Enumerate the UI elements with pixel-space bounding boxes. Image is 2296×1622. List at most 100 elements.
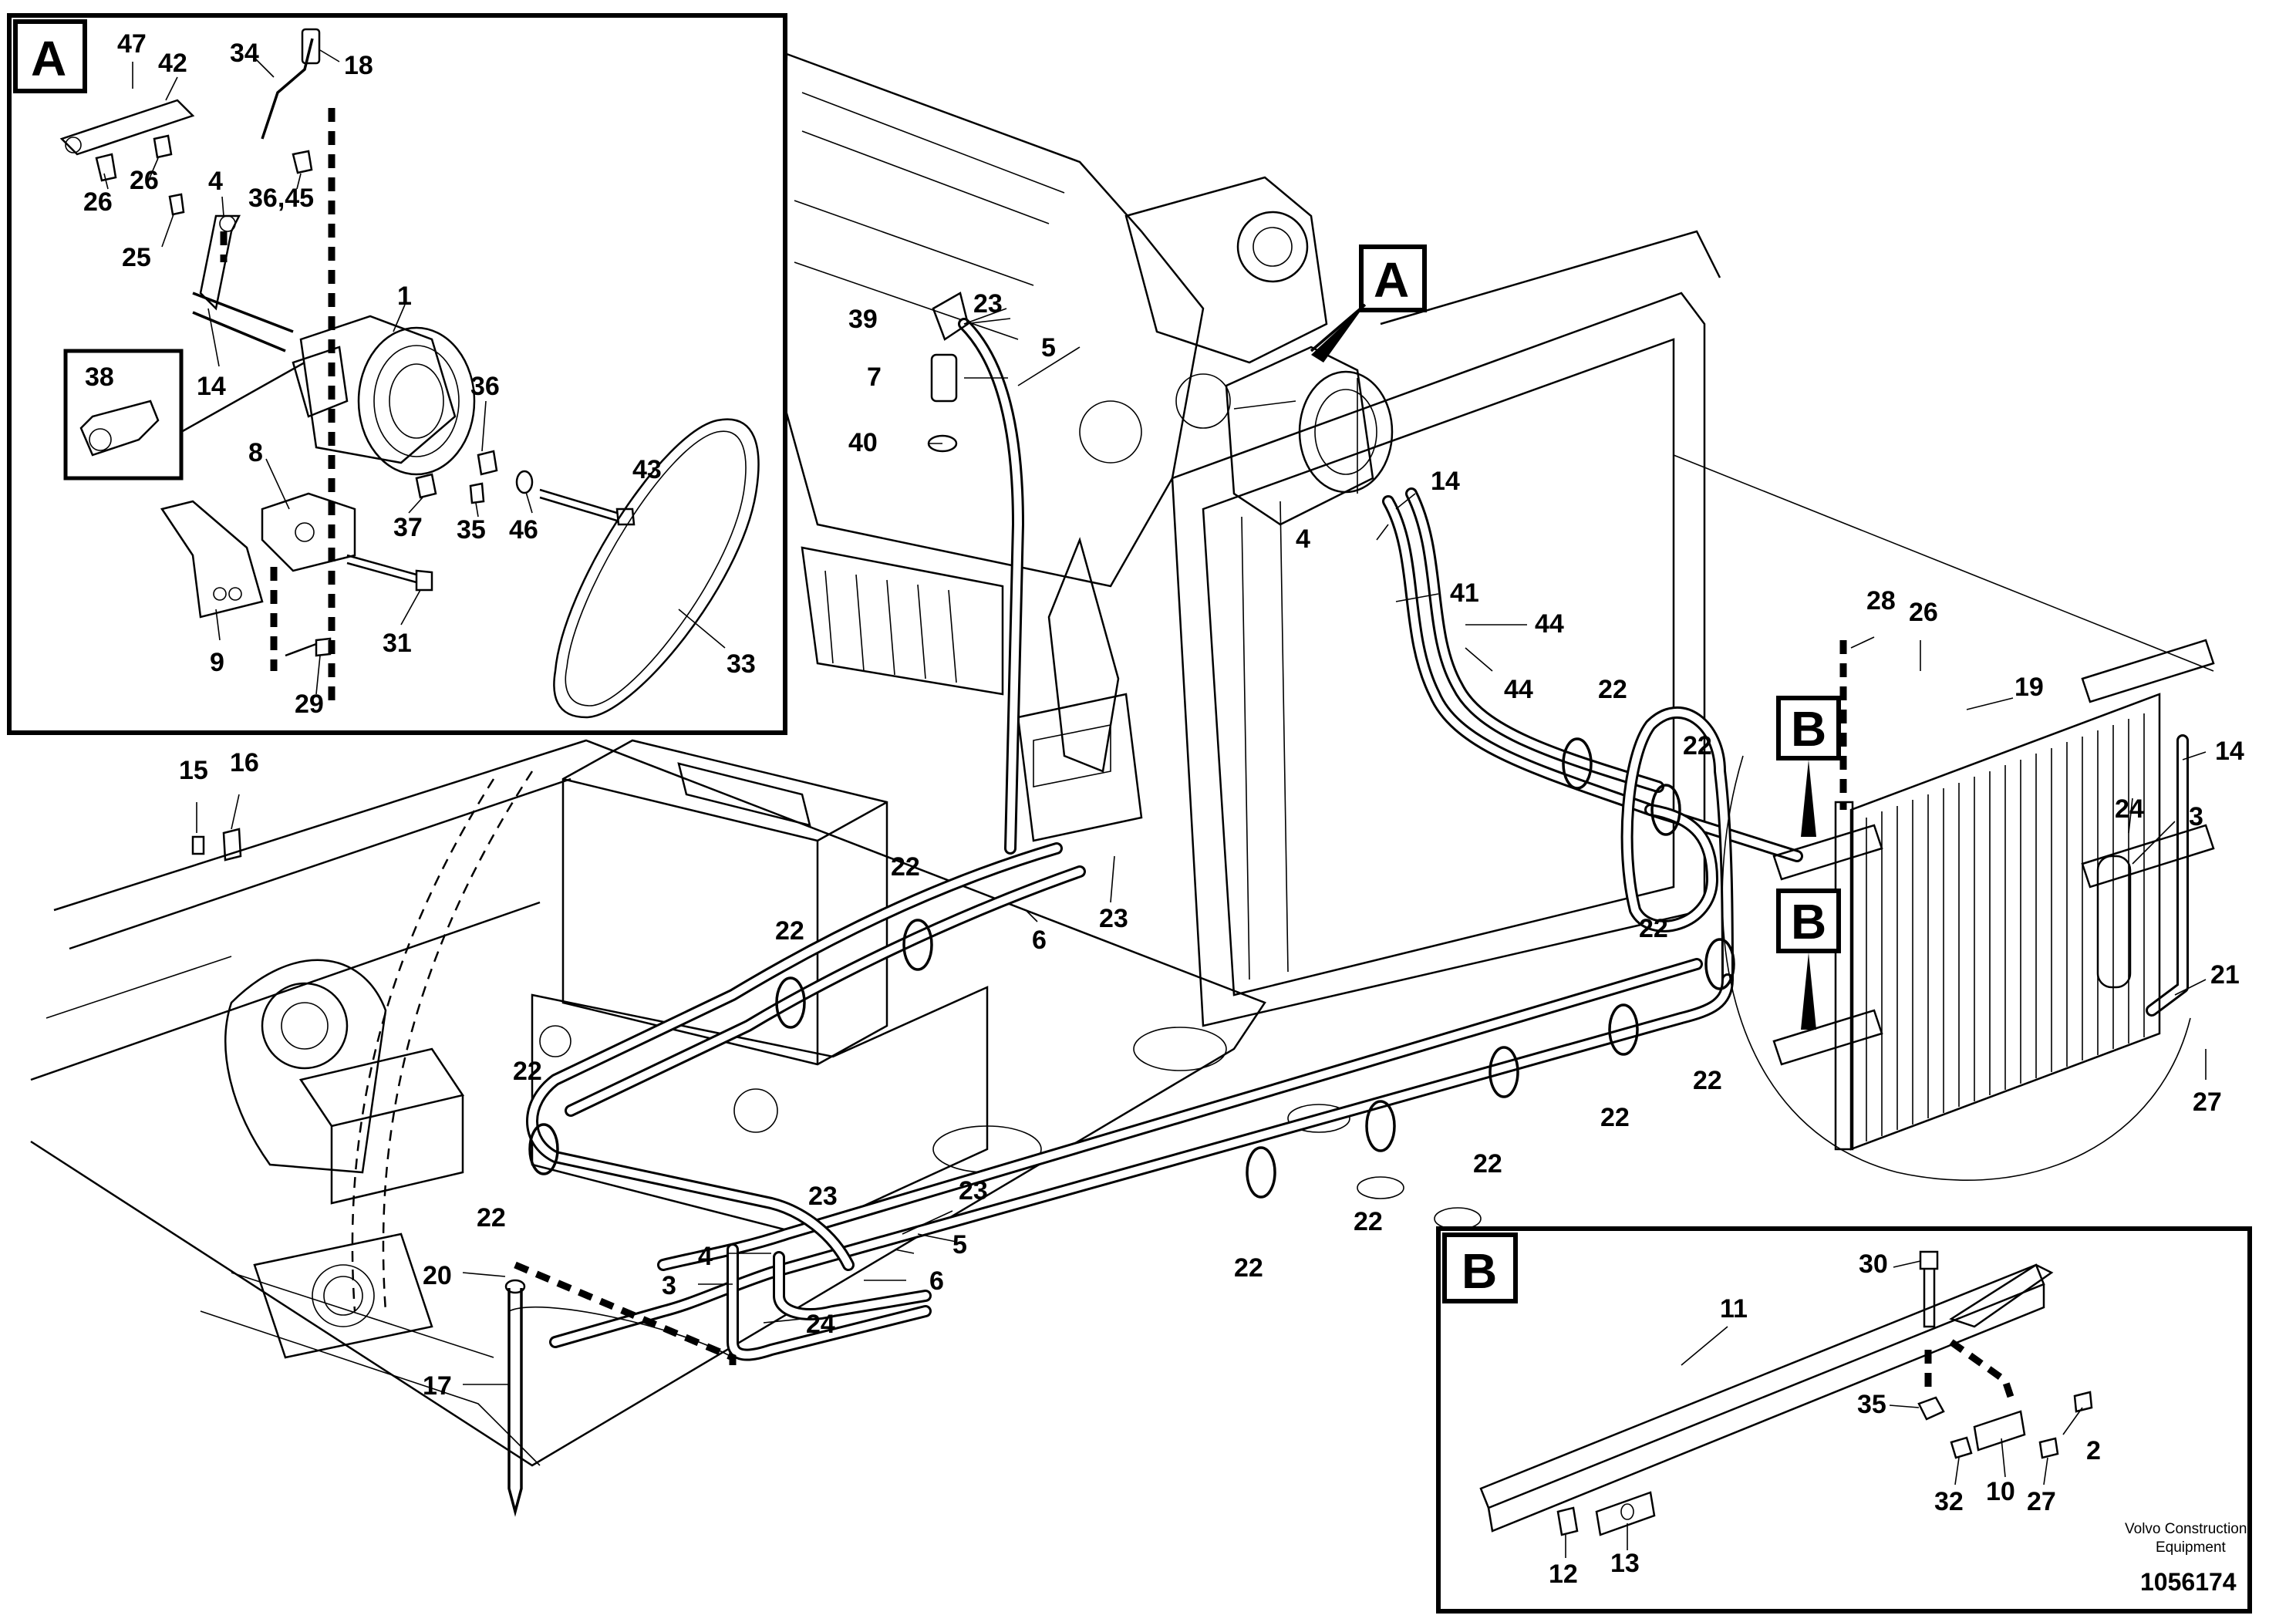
callout-26-a: 26 — [83, 187, 113, 217]
callout-22-b: 22 — [1683, 731, 1712, 760]
bracket-15-16 — [191, 828, 242, 862]
callout-25: 25 — [122, 243, 151, 272]
callout-3-b: 3 — [662, 1271, 676, 1300]
callout-14-c: 14 — [2215, 737, 2244, 766]
callout-4-b: 4 — [1296, 524, 1310, 554]
callout-22-c: 22 — [891, 852, 920, 882]
detail-b: B — [1436, 1226, 2252, 1614]
callout-23-a: 23 — [973, 289, 1003, 319]
leader-lines — [196, 308, 2207, 1385]
callout-46: 46 — [509, 515, 538, 545]
callout-2: 2 — [2086, 1436, 2101, 1465]
callout-14-b: 14 — [1431, 467, 1460, 496]
callout-21: 21 — [2210, 960, 2240, 990]
callout-14-a: 14 — [197, 372, 226, 401]
detail-a: A — [7, 13, 787, 735]
callout-33: 33 — [727, 649, 756, 679]
compressor-main — [1225, 346, 1394, 526]
footer: Volvo Construction Equipment 1056174 — [2125, 1521, 2247, 1596]
callout-44-a: 44 — [1535, 609, 1564, 639]
hoses — [526, 318, 2189, 1361]
callout-10: 10 — [1986, 1477, 2015, 1506]
callout-22-k: 22 — [477, 1203, 506, 1233]
callout-3-a: 3 — [2189, 802, 2203, 831]
callout-6-b: 6 — [929, 1266, 944, 1296]
callout-22-j: 22 — [1234, 1253, 1263, 1283]
callout-22-f: 22 — [1693, 1066, 1722, 1095]
callout-35-a: 35 — [457, 515, 486, 545]
callout-36-45: 36,45 — [248, 184, 314, 213]
callout-47: 47 — [117, 29, 147, 59]
callout-8: 8 — [248, 438, 263, 467]
condenser — [1721, 639, 2215, 1181]
fittings-39-7-40 — [927, 292, 969, 453]
callout-34: 34 — [230, 39, 259, 68]
callout-27-b: 27 — [2027, 1487, 2056, 1516]
callout-26-b: 26 — [130, 166, 159, 195]
callout-28: 28 — [1866, 586, 1896, 615]
callout-22-h: 22 — [1473, 1149, 1502, 1179]
callout-30: 30 — [1859, 1249, 1888, 1279]
callout-22-i: 22 — [1354, 1207, 1383, 1236]
callout-5-a: 5 — [1041, 333, 1056, 363]
callout-42: 42 — [158, 49, 187, 78]
callout-9: 9 — [210, 648, 224, 677]
callout-22-l: 22 — [513, 1057, 542, 1086]
detail-b-markers: B B — [1776, 696, 1841, 1030]
ground-rod — [504, 1261, 737, 1517]
callout-43: 43 — [632, 455, 662, 484]
callout-22-g: 22 — [1600, 1103, 1630, 1132]
callout-26-c: 26 — [1909, 598, 1938, 627]
callout-23-b: 23 — [1099, 904, 1128, 933]
brand-line-1: Volvo Construction — [2125, 1521, 2247, 1537]
callout-40: 40 — [848, 428, 878, 457]
callout-16: 16 — [230, 748, 259, 777]
detail-b-marker-1: B — [1791, 701, 1826, 757]
figure-id: 1056174 — [2140, 1568, 2237, 1596]
callout-24-b: 24 — [806, 1310, 835, 1339]
callout-11: 11 — [1720, 1294, 1748, 1324]
callout-1: 1 — [397, 282, 412, 311]
callout-13: 13 — [1610, 1549, 1640, 1578]
detail-b-letter: B — [1462, 1243, 1497, 1299]
callout-18: 18 — [344, 51, 373, 80]
callout-6-a: 6 — [1032, 926, 1047, 955]
callout-38: 38 — [85, 363, 114, 392]
callout-labels: 47 42 34 18 26 26 36,45 4 25 1 14 38 36 … — [83, 29, 2244, 1589]
callout-22-a: 22 — [1598, 675, 1627, 704]
callout-15: 15 — [179, 756, 208, 785]
machine-frame — [30, 739, 1482, 1467]
callout-44-b: 44 — [1504, 675, 1533, 704]
detail-b-marker-2: B — [1791, 894, 1826, 949]
callout-32: 32 — [1934, 1487, 1964, 1516]
callout-35-b: 35 — [1857, 1390, 1886, 1419]
callout-12: 12 — [1549, 1560, 1578, 1589]
callout-22-e: 22 — [1639, 914, 1668, 943]
callout-20: 20 — [423, 1261, 452, 1290]
callout-24-a: 24 — [2115, 794, 2144, 824]
callout-27-a: 27 — [2193, 1088, 2222, 1117]
callout-31: 31 — [383, 629, 412, 658]
callout-23-d: 23 — [959, 1176, 988, 1206]
callout-4-a: 4 — [208, 167, 223, 196]
callout-39: 39 — [848, 305, 878, 334]
callout-17: 17 — [423, 1371, 452, 1401]
detail-a-marker: A — [1310, 244, 1427, 363]
callout-7: 7 — [867, 363, 882, 392]
callout-29: 29 — [295, 690, 324, 719]
brand-line-2: Equipment — [2156, 1539, 2227, 1556]
callout-5-b: 5 — [952, 1230, 967, 1259]
hose-clamps — [528, 737, 1735, 1199]
detail-a-marker-letter: A — [1374, 252, 1409, 308]
callout-4-c: 4 — [698, 1242, 713, 1271]
callout-36: 36 — [470, 372, 500, 401]
detail-a-letter: A — [31, 31, 66, 86]
callout-41: 41 — [1450, 578, 1479, 608]
radiator — [1171, 230, 1721, 1027]
callout-19: 19 — [2014, 673, 2044, 702]
leader-line — [1673, 454, 2214, 672]
callout-37: 37 — [393, 513, 423, 542]
callout-23-c: 23 — [808, 1182, 838, 1211]
callout-22-d: 22 — [775, 916, 804, 946]
